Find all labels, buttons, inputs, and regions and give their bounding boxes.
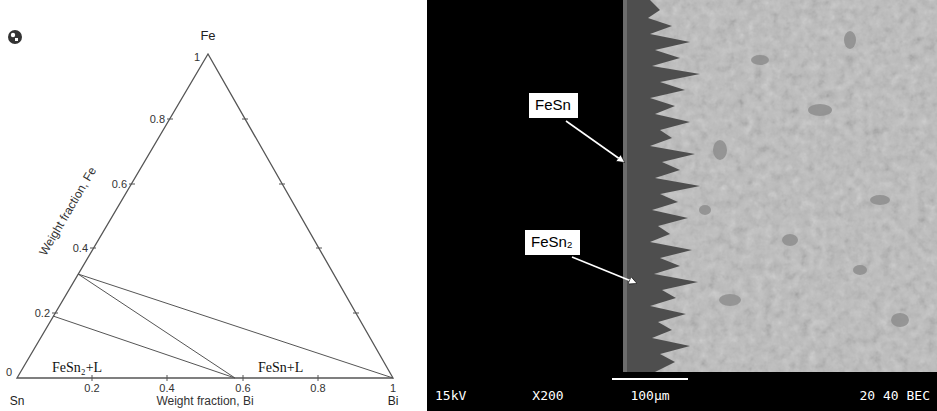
tick-label: 0.6 (235, 382, 250, 394)
tick-label: 0.2 (35, 307, 50, 319)
leader-arrow (572, 257, 636, 283)
sem-info: 15kV (435, 389, 466, 403)
ternary-diagram (17, 54, 393, 381)
tick-label: 1 (194, 51, 200, 63)
leader-arrow (566, 121, 624, 162)
axis-title: Weight fraction, Bi (156, 395, 253, 408)
vertex-label: Sn (10, 395, 25, 408)
axis-title: Weight fraction, Fe (37, 165, 99, 258)
phase-label: FeSn₂ (531, 233, 574, 250)
panel-icon (8, 30, 22, 44)
region-label: FeSn₂+L (52, 360, 102, 375)
tick-label: 1 (390, 382, 396, 394)
phase-label-box: FeSn (528, 92, 579, 119)
vertex-label: Bi (388, 395, 399, 408)
sem-micrograph (427, 0, 937, 411)
phase-label: FeSn (535, 96, 572, 113)
tick-label: 0.6 (112, 178, 127, 190)
scale-bar-label: 100μm (630, 389, 669, 403)
tick-label: 0.8 (150, 113, 165, 125)
phase-label-box: FeSn₂ (524, 229, 581, 256)
region-label: FeSn+L (258, 360, 303, 375)
tick-label: 0.4 (73, 242, 88, 254)
tick-label: 0 (6, 366, 12, 378)
tick-label: 0.8 (310, 382, 325, 394)
sem-info: X200 (532, 389, 563, 403)
tick-label: 0.2 (84, 382, 99, 394)
sem-info: 20 40 BEC (860, 389, 930, 403)
tick-label: 0.4 (159, 382, 174, 394)
vertex-label: Fe (200, 29, 215, 43)
